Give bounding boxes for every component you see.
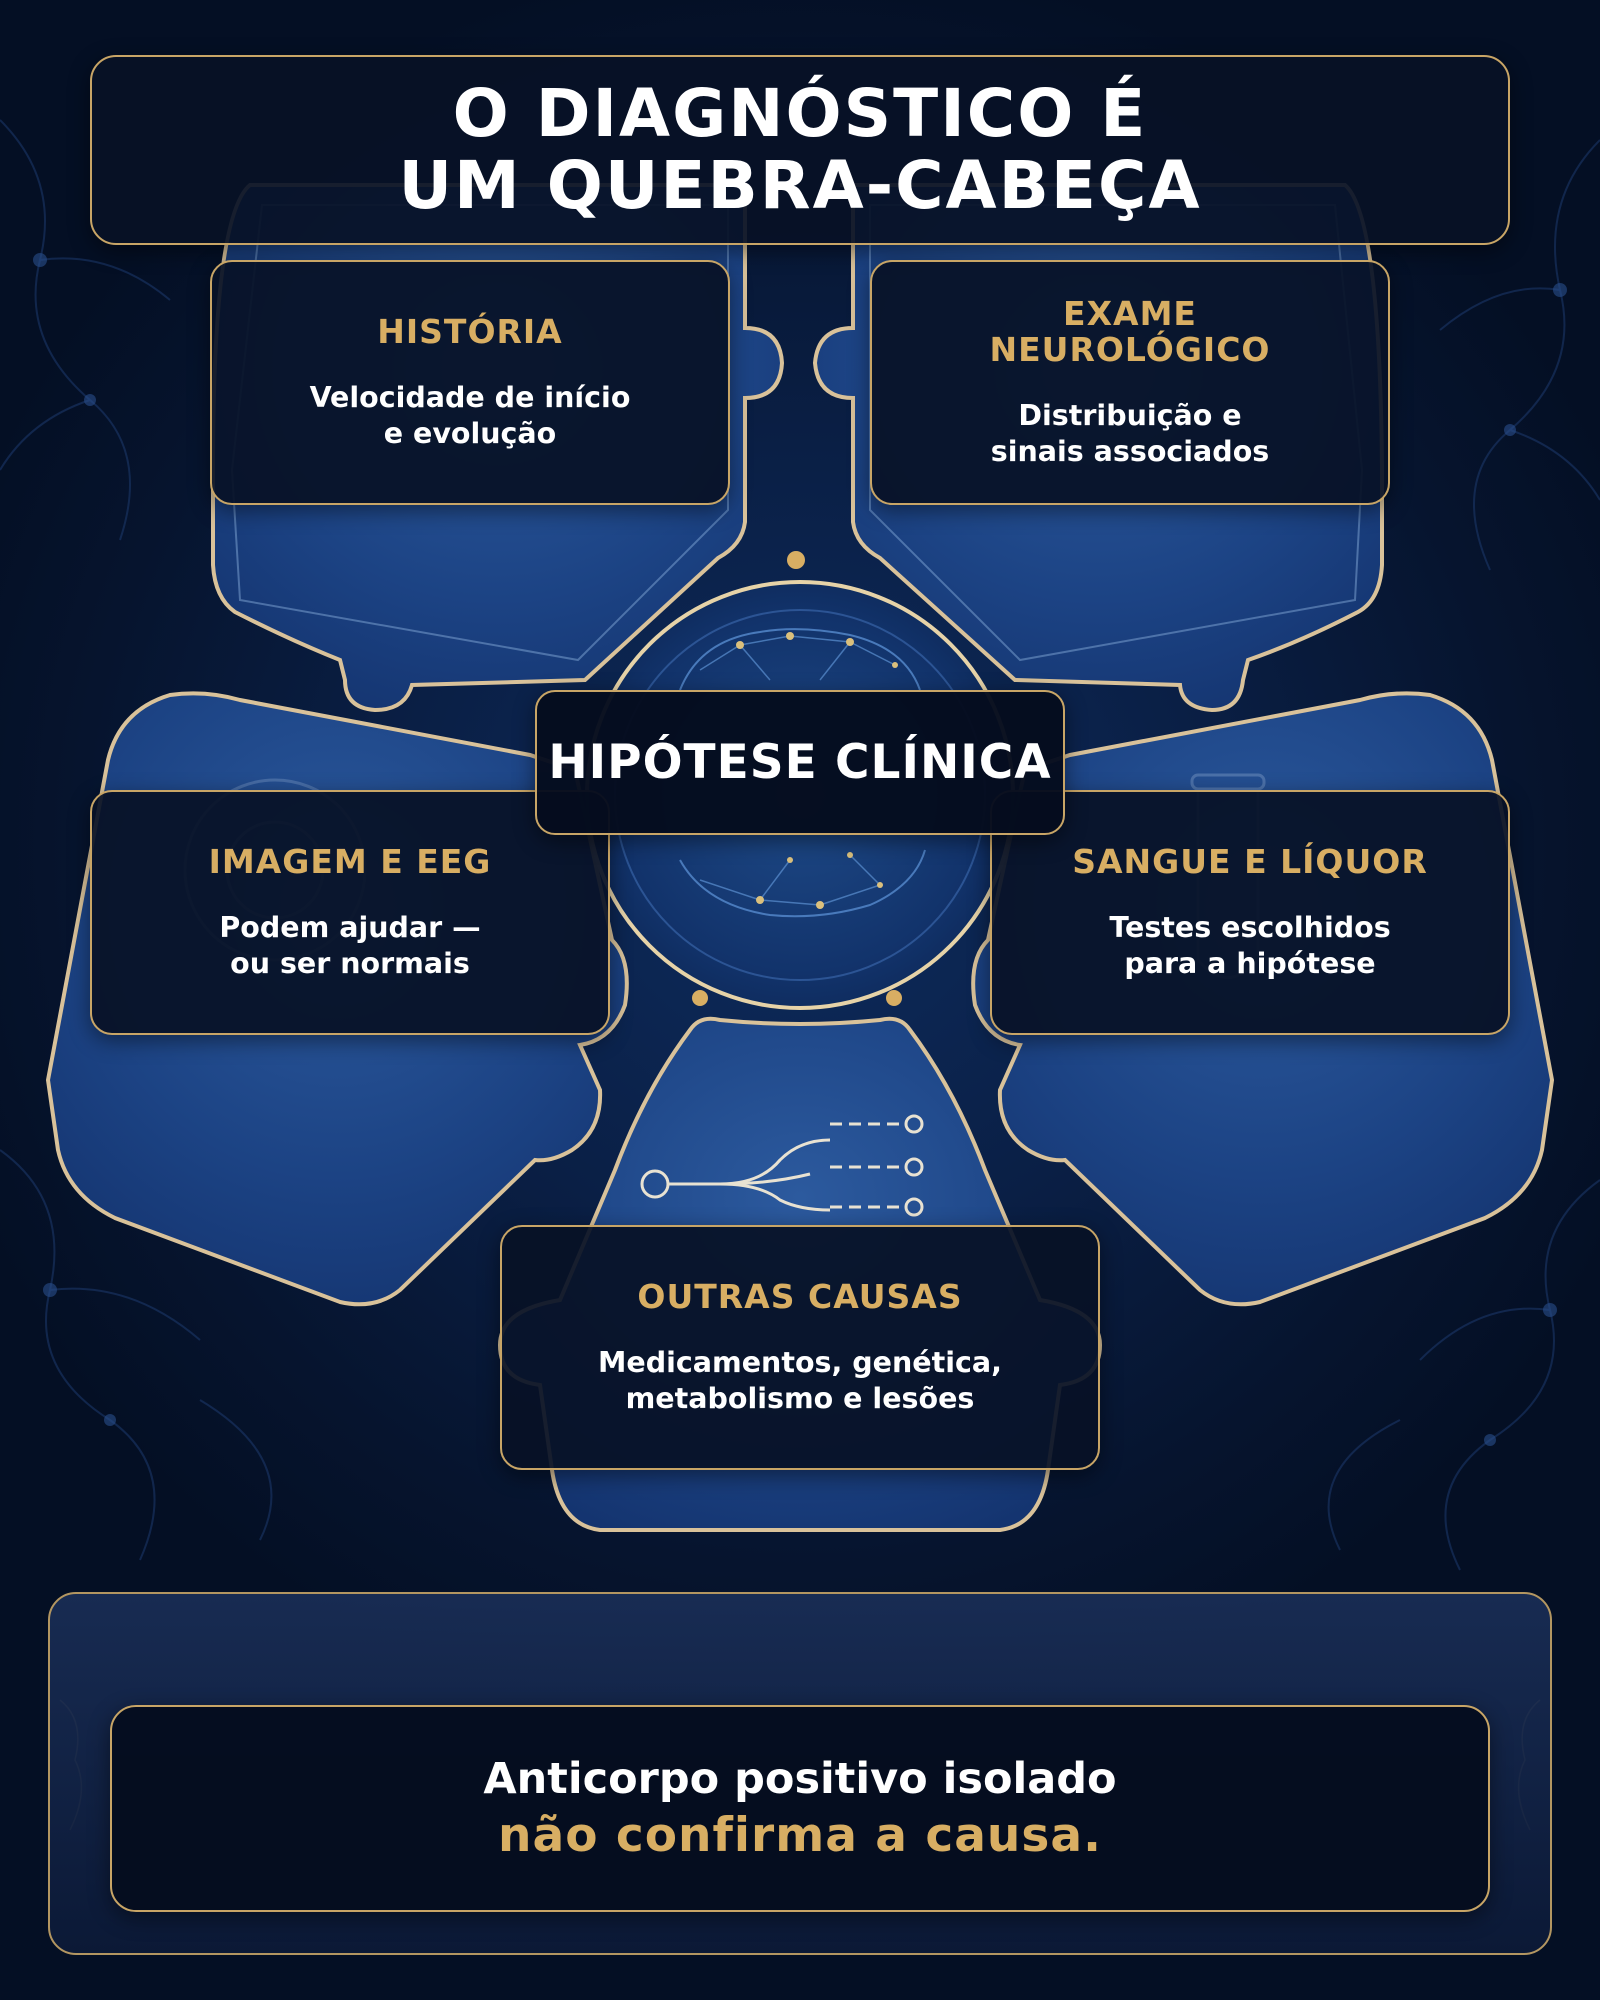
exame-title-line-2: NEUROLÓGICO — [989, 329, 1271, 369]
imagem-title: IMAGEM E EEG — [208, 841, 492, 881]
title-line-1: O DIAGNÓSTICO É — [452, 75, 1148, 152]
card-exame: EXAME NEUROLÓGICO Distribuição e sinais … — [870, 260, 1390, 505]
imagem-description: Podem ajudar — ou ser normais — [219, 910, 480, 982]
card-outras: OUTRAS CAUSAS Medicamentos, genética, me… — [500, 1225, 1100, 1470]
outras-title: OUTRAS CAUSAS — [637, 1276, 963, 1316]
historia-description-line-2: e evolução — [383, 416, 557, 450]
branching-paths-icon — [640, 1114, 924, 1217]
title-line-2: UM QUEBRA-CABEÇA — [398, 147, 1202, 224]
title-card: O DIAGNÓSTICO É UM QUEBRA-CABEÇA — [90, 55, 1510, 245]
historia-description-line-1: Velocidade de início — [309, 380, 631, 414]
exame-title-line-1: EXAME — [1063, 293, 1197, 333]
outras-description: Medicamentos, genética, metabolismo e le… — [598, 1345, 1002, 1417]
center-hypothesis-label: HIPÓTESE CLÍNICA — [548, 735, 1052, 790]
outras-description-line-1: Medicamentos, genética, — [598, 1345, 1002, 1379]
center-hypothesis-card: HIPÓTESE CLÍNICA — [535, 690, 1065, 835]
conclusion-card: Anticorpo positivo isolado não confirma … — [110, 1705, 1490, 1912]
sangue-description-line-2: para a hipótese — [1124, 946, 1376, 980]
sangue-description-line-1: Testes escolhidos — [1109, 910, 1391, 944]
exame-title: EXAME NEUROLÓGICO — [989, 293, 1271, 369]
conclusion-line-1: Anticorpo positivo isolado — [483, 1753, 1117, 1804]
card-imagem: IMAGEM E EEG Podem ajudar — ou ser norma… — [90, 790, 610, 1035]
exame-description-line-1: Distribuição e — [1018, 398, 1242, 432]
brain-network-icon — [679, 628, 926, 918]
imagem-description-line-2: ou ser normais — [230, 946, 470, 980]
exame-description-line-2: sinais associados — [990, 434, 1270, 468]
historia-title: HISTÓRIA — [377, 311, 563, 351]
card-historia: HISTÓRIA Velocidade de início e evolução — [210, 260, 730, 505]
exame-description: Distribuição e sinais associados — [991, 398, 1270, 470]
imagem-description-line-1: Podem ajudar — — [219, 910, 481, 944]
historia-description: Velocidade de início e evolução — [310, 380, 631, 452]
card-sangue: SANGUE E LÍQUOR Testes escolhidos para a… — [990, 790, 1510, 1035]
sangue-title: SANGUE E LÍQUOR — [1072, 841, 1428, 881]
conclusion-line-2: não confirma a causa. — [498, 1807, 1102, 1863]
outras-description-line-2: metabolismo e lesões — [625, 1381, 975, 1415]
sangue-description: Testes escolhidos para a hipótese — [1109, 910, 1390, 982]
